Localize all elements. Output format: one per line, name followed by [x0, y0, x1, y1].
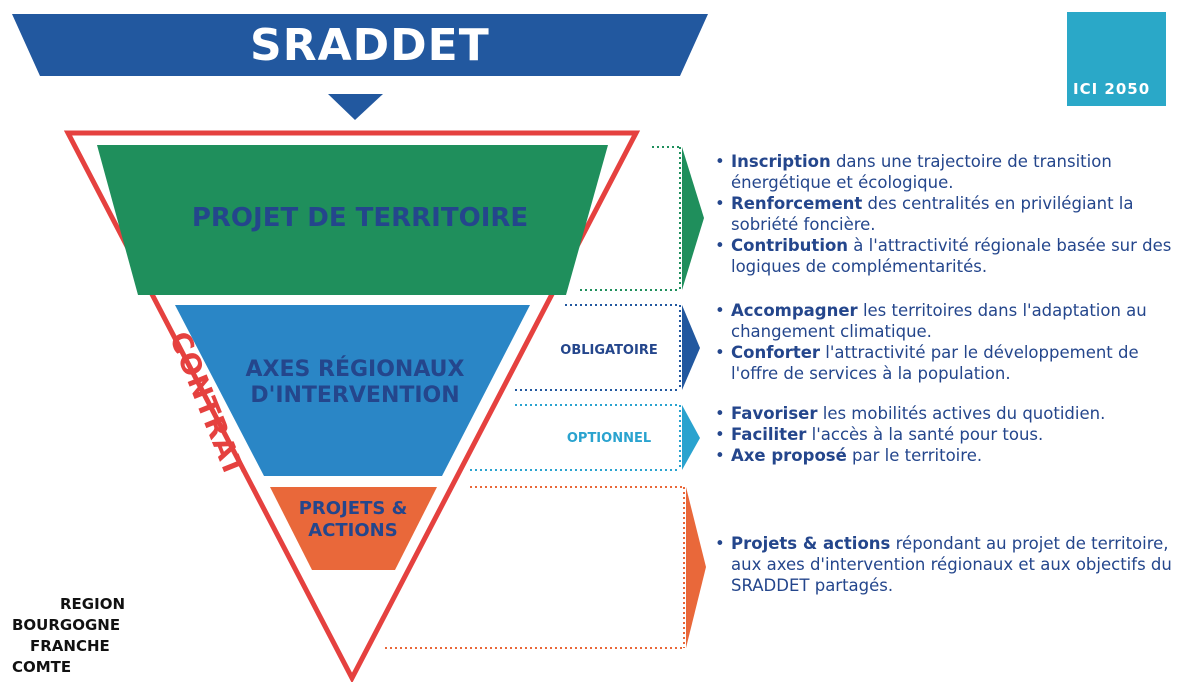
region-logo: REGION BOURGOGNE FRANCHE COMTE: [12, 594, 125, 678]
logo-line1: REGION: [60, 595, 125, 613]
page-title: SRADDET: [250, 20, 490, 71]
level3-label: PROJETS & ACTIONS: [268, 498, 438, 541]
logo-line4: COMTE: [12, 658, 72, 676]
list-item: Faciliter l'accès à la santé pour tous.: [715, 424, 1175, 445]
bracket-arrow-blue: [682, 305, 700, 390]
level2-label: AXES RÉGIONAUX D'INTERVENTION: [200, 357, 510, 410]
logo-line3: FRANCHE: [30, 637, 110, 655]
optionnel-tag: OPTIONNEL: [566, 431, 652, 446]
list-item: Axe proposé par le territoire.: [715, 445, 1175, 466]
bracket-arrow-cyan: [682, 405, 700, 470]
obligatoire-tag: OBLIGATOIRE: [560, 343, 658, 358]
connector-optionnel: [470, 404, 681, 471]
list-item: Inscription dans une trajectoire de tran…: [715, 151, 1175, 193]
bracket-arrow-orange: [686, 487, 706, 648]
list-item: Renforcement des centralités en privilég…: [715, 193, 1175, 235]
level1-label: PROJET DE TERRITOIRE: [140, 203, 580, 234]
level3-line2: ACTIONS: [308, 519, 398, 541]
contrat-outline: [63, 130, 641, 682]
level2-line2: D'INTERVENTION: [250, 383, 460, 409]
list-item: Accompagner les territoires dans l'adapt…: [715, 300, 1175, 342]
level1-text: PROJET DE TERRITOIRE: [191, 203, 529, 233]
level2-line1: AXES RÉGIONAUX: [245, 357, 465, 382]
ici-2050-badge: ICI 2050: [1067, 12, 1166, 106]
bracket-arrow-green: [682, 147, 704, 290]
connector-obligatoire: [515, 304, 681, 391]
level2-shape: [175, 305, 530, 476]
bullet-group-1: Inscription dans une trajectoire de tran…: [715, 151, 1175, 277]
badge-label: ICI 2050: [1073, 80, 1151, 98]
list-item: Contribution à l'attractivité régionale …: [715, 235, 1175, 277]
level3-line1: PROJETS &: [298, 498, 408, 519]
connector-level1: [580, 146, 681, 291]
sraddet-banner: [12, 14, 708, 76]
connector-level3: [385, 486, 685, 649]
list-item: Projets & actions répondant au projet de…: [715, 533, 1175, 596]
bullet-group-4: Projets & actions répondant au projet de…: [715, 533, 1175, 596]
logo-line2: BOURGOGNE: [12, 616, 121, 634]
list-item: Favoriser les mobilités actives du quoti…: [715, 403, 1175, 424]
list-item: Conforter l'attractivité par le développ…: [715, 342, 1175, 384]
bullet-group-2: Accompagner les territoires dans l'adapt…: [715, 300, 1175, 384]
bullet-group-3: Favoriser les mobilités actives du quoti…: [715, 403, 1175, 466]
level3-shape: [270, 487, 437, 570]
level1-shape: [97, 145, 608, 295]
down-arrow-icon: [328, 94, 383, 120]
